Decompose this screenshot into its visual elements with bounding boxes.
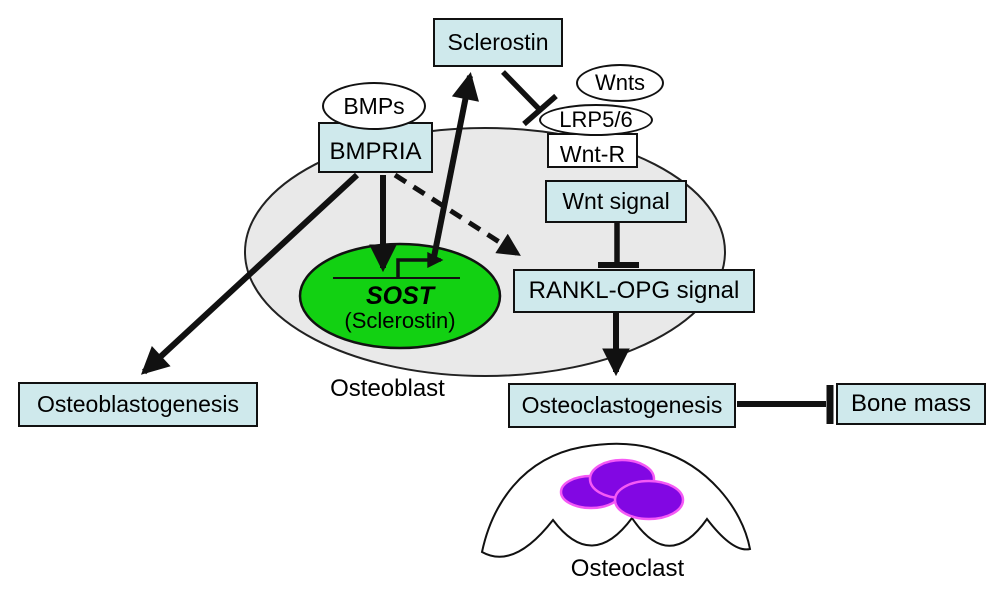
sost-gene-label: SOST (Sclerostin) [310, 282, 490, 334]
node-wnt-signal: Wnt signal [545, 180, 687, 223]
node-bmps: BMPs [322, 82, 426, 130]
dashed-arrow-bmpria-to-rankl-opg [393, 172, 521, 257]
inhibition-bar-lrp56 [522, 93, 558, 127]
osteoclast-caption: Osteoclast [570, 555, 685, 582]
node-wnts: Wnts [576, 64, 664, 102]
arrow-sost-to-sclerostin [430, 71, 479, 263]
node-lrp56: LRP5/6 [539, 104, 653, 136]
node-sclerostin: Sclerostin [433, 18, 563, 67]
node-osteoblastogenesis: Osteoblastogenesis [18, 382, 258, 427]
osteoclast-nucleus [613, 479, 685, 521]
sost-gene-subtitle: (Sclerostin) [344, 308, 456, 334]
inhibition-sclerostin-to-lrp56 [501, 70, 542, 112]
transcription-start-icon [396, 251, 444, 277]
node-bone-mass: Bone mass [836, 383, 986, 425]
sost-gene-name: SOST [365, 282, 435, 310]
node-wnt-r: Wnt-R [547, 133, 638, 168]
osteoblast-cell-ellipse [244, 127, 726, 377]
node-rankl-opg-signal: RANKL-OPG signal [513, 269, 755, 313]
osteoblast-caption: Osteoblast [330, 375, 445, 402]
sost-gene-ellipse [298, 242, 502, 350]
node-bmpria: BMPRIA [318, 122, 433, 173]
node-osteoclastogenesis: Osteoclastogenesis [508, 383, 736, 428]
arrow-bmpria-to-osteoblastogenesis [140, 172, 360, 375]
